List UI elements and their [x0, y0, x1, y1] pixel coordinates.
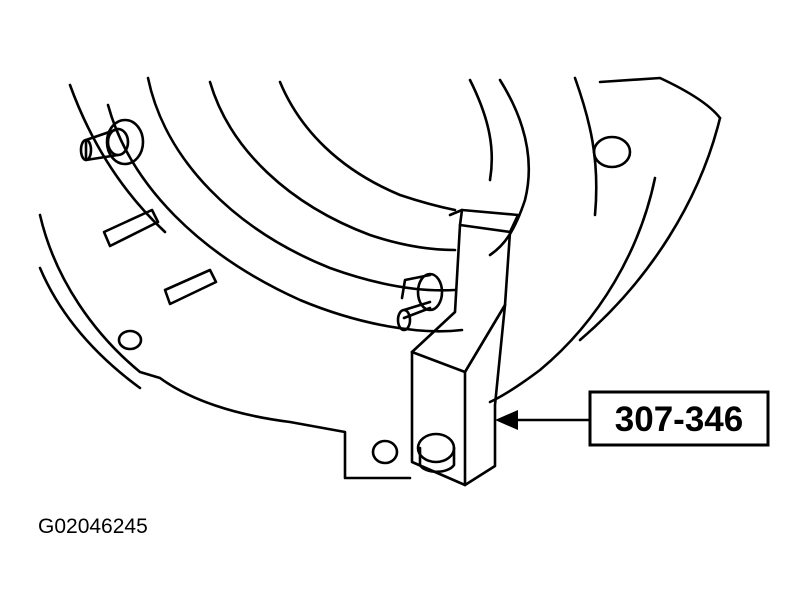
- bore-ring-3: [208, 80, 457, 252]
- bore-ring-2: [146, 76, 457, 292]
- rib-slot-2: [163, 268, 218, 306]
- housing-right-lower: [488, 176, 657, 404]
- bolt-hole-right: [592, 135, 632, 169]
- housing-outer-edge: [38, 213, 412, 480]
- special-tool-bracket: [410, 208, 520, 487]
- housing-right-edge: [573, 76, 722, 217]
- stud-upper-left: [79, 118, 145, 166]
- bore-ring-4: [278, 80, 457, 212]
- housing-outer-edge-lower: [38, 266, 142, 390]
- callout-arrow: [495, 410, 590, 430]
- bolt-hole-left-lower: [117, 329, 143, 351]
- housing-flange-lip: [68, 83, 167, 234]
- stud-middle: [396, 272, 444, 332]
- bore-inner-right-2: [468, 78, 494, 182]
- tool-number-callout: 307-346: [588, 390, 770, 447]
- housing-right-rim: [578, 116, 722, 342]
- bore-inner-right: [488, 78, 531, 257]
- bore-ring-1: [106, 103, 464, 333]
- bolt-hole-bottom: [371, 439, 399, 465]
- rib-slot-1: [102, 208, 160, 248]
- figure-id: G02046245: [38, 515, 148, 538]
- tool-number-label: 307-346: [615, 400, 743, 439]
